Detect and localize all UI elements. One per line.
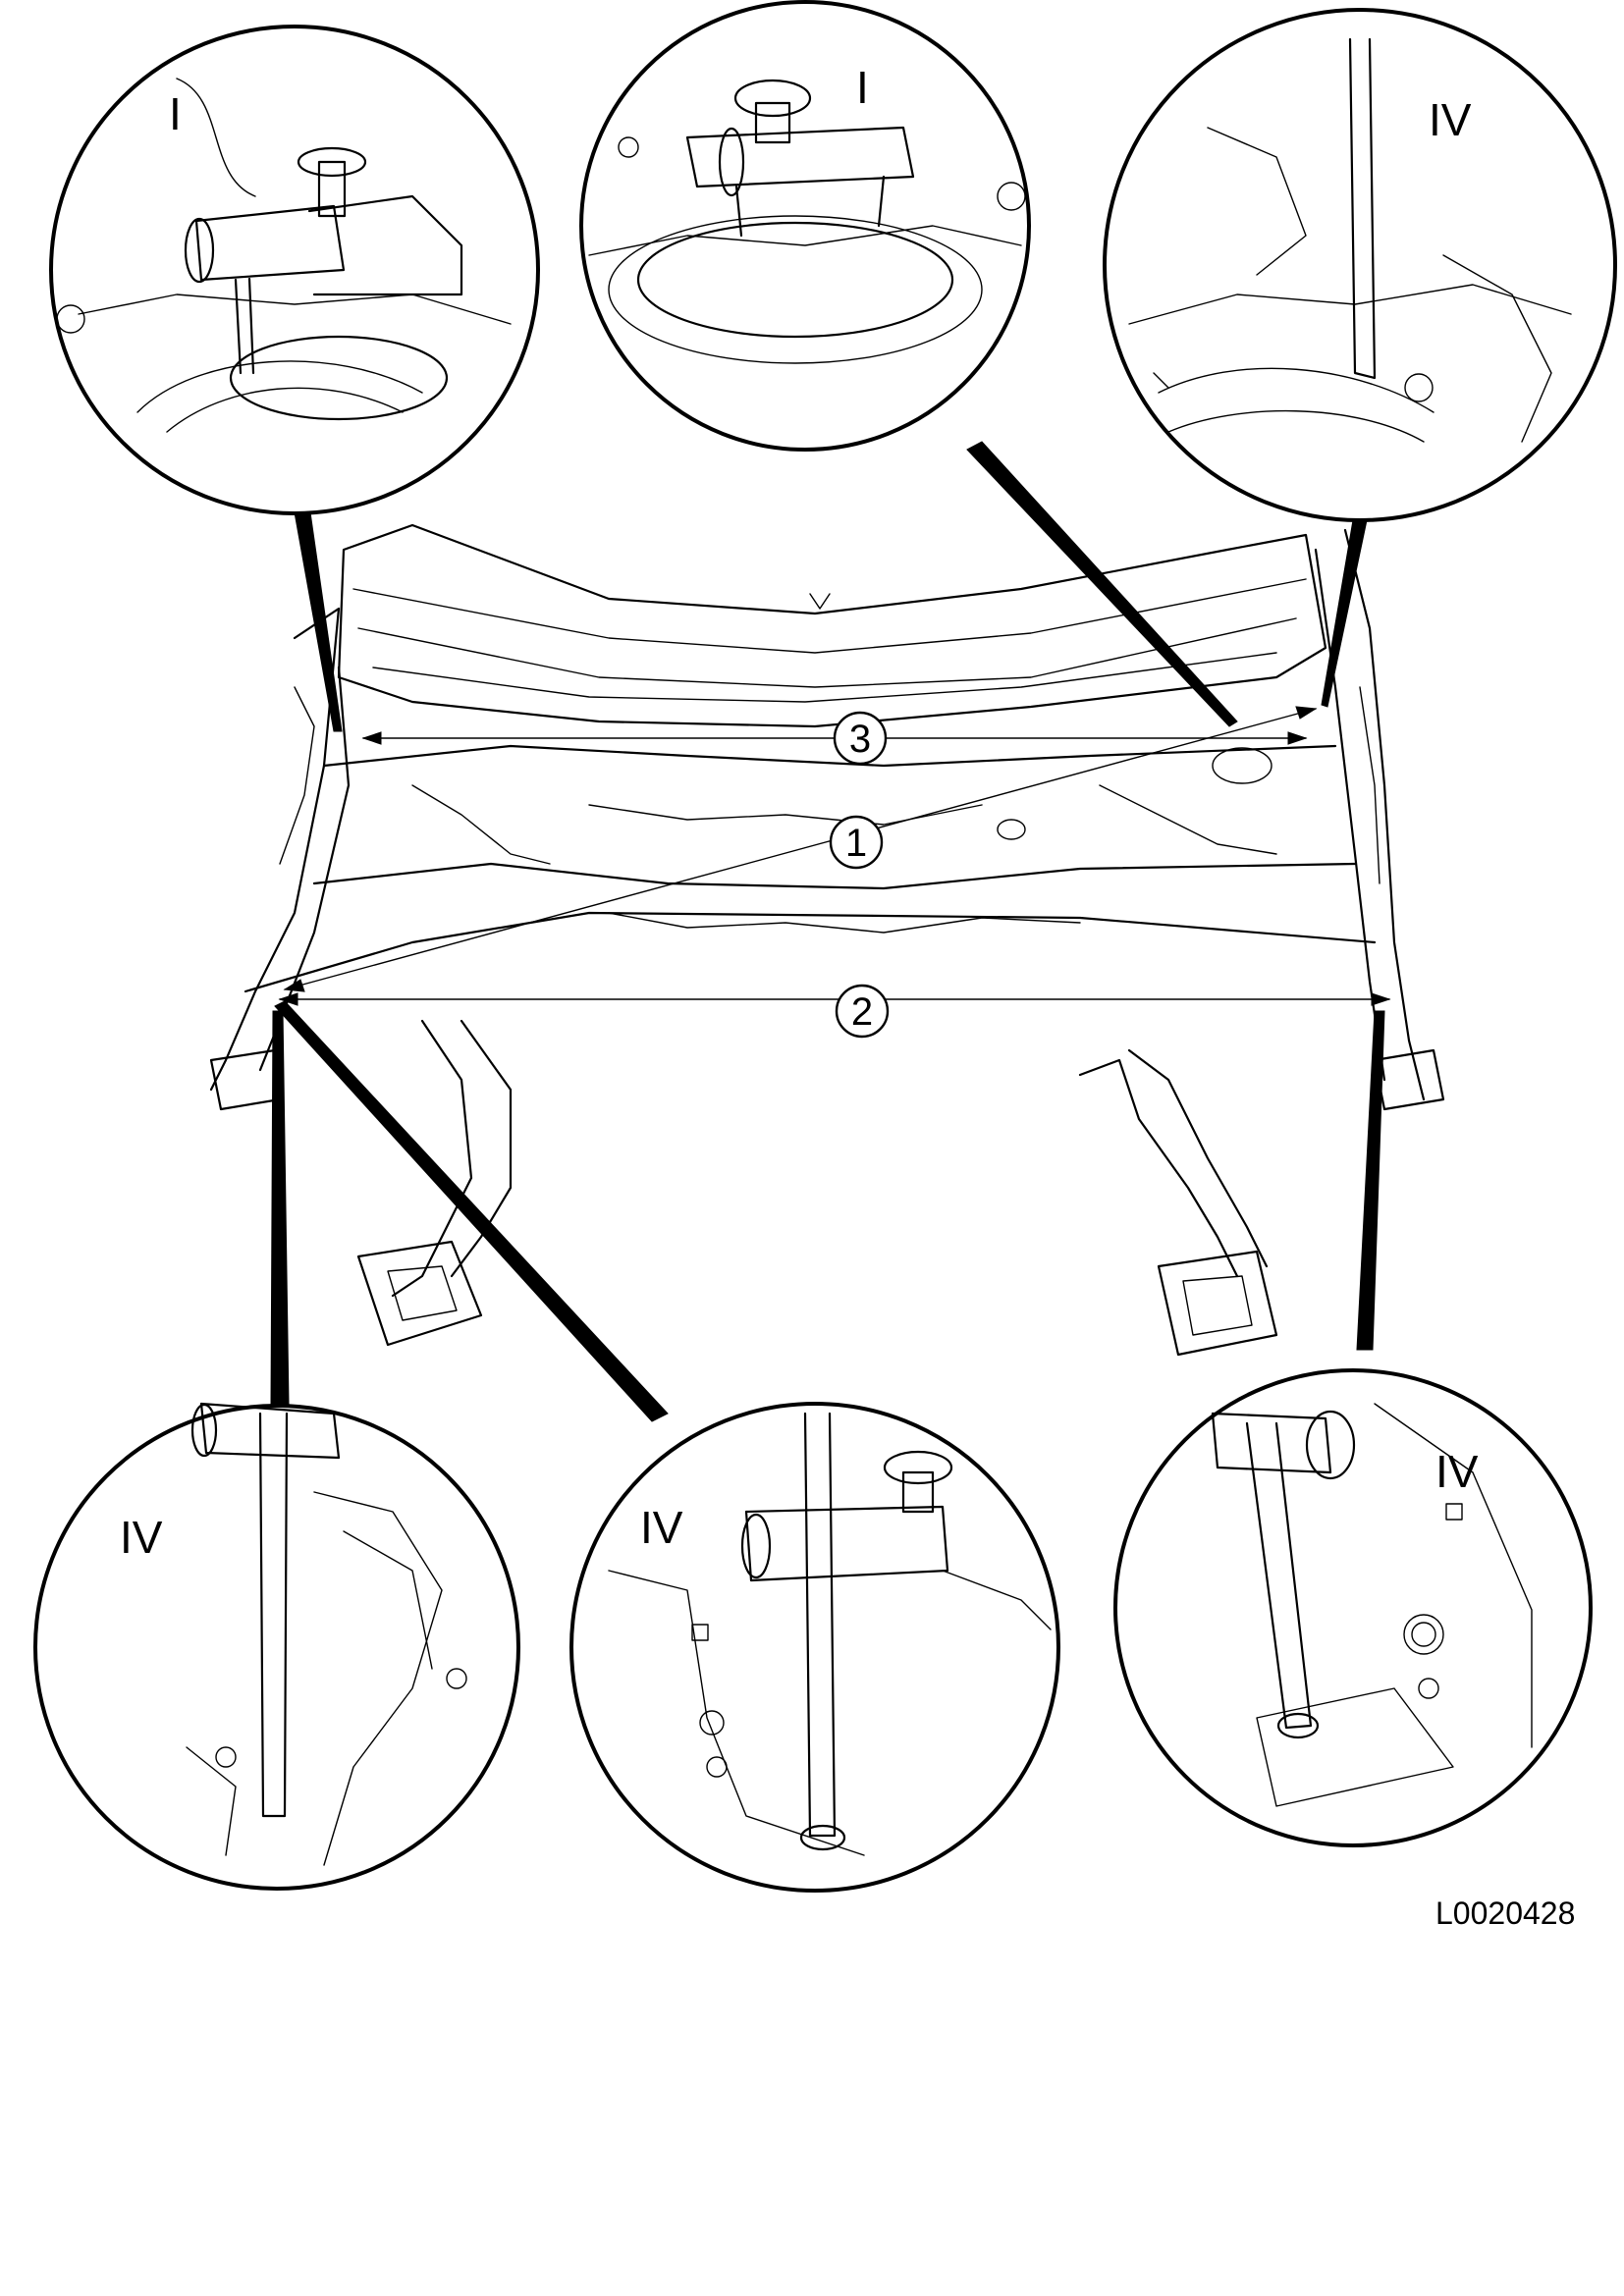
dimension-badge-3: 3: [833, 711, 888, 766]
callout-top-right: IV: [1103, 8, 1617, 522]
callout-top-left: I: [49, 25, 540, 515]
reference-code: L0020428: [1435, 1896, 1575, 1931]
callout-label-top-center: I: [856, 62, 869, 113]
callout-label-bottom-right: IV: [1435, 1446, 1479, 1497]
callout-label-bottom-center: IV: [640, 1502, 683, 1553]
callout-label-bottom-left: IV: [120, 1512, 163, 1563]
callout-label-top-right: IV: [1429, 94, 1472, 145]
dimension-label-3: 3: [849, 718, 871, 761]
dimension-label-1: 1: [845, 822, 867, 865]
dimension-badge-2: 2: [835, 984, 890, 1039]
vehicle-frame: [209, 523, 1445, 1357]
dimension-badge-1: 1: [829, 815, 884, 870]
dimension-label-2: 2: [851, 990, 873, 1034]
dimension-lines: [278, 706, 1391, 1006]
callout-leaders: [270, 441, 1385, 1422]
callout-top-center: I: [579, 0, 1031, 452]
callout-label-top-left: I: [169, 88, 182, 139]
callout-bottom-left: IV: [33, 1402, 520, 1891]
callout-bottom-center: IV: [569, 1402, 1060, 1893]
callout-bottom-right: IV: [1113, 1368, 1593, 1847]
